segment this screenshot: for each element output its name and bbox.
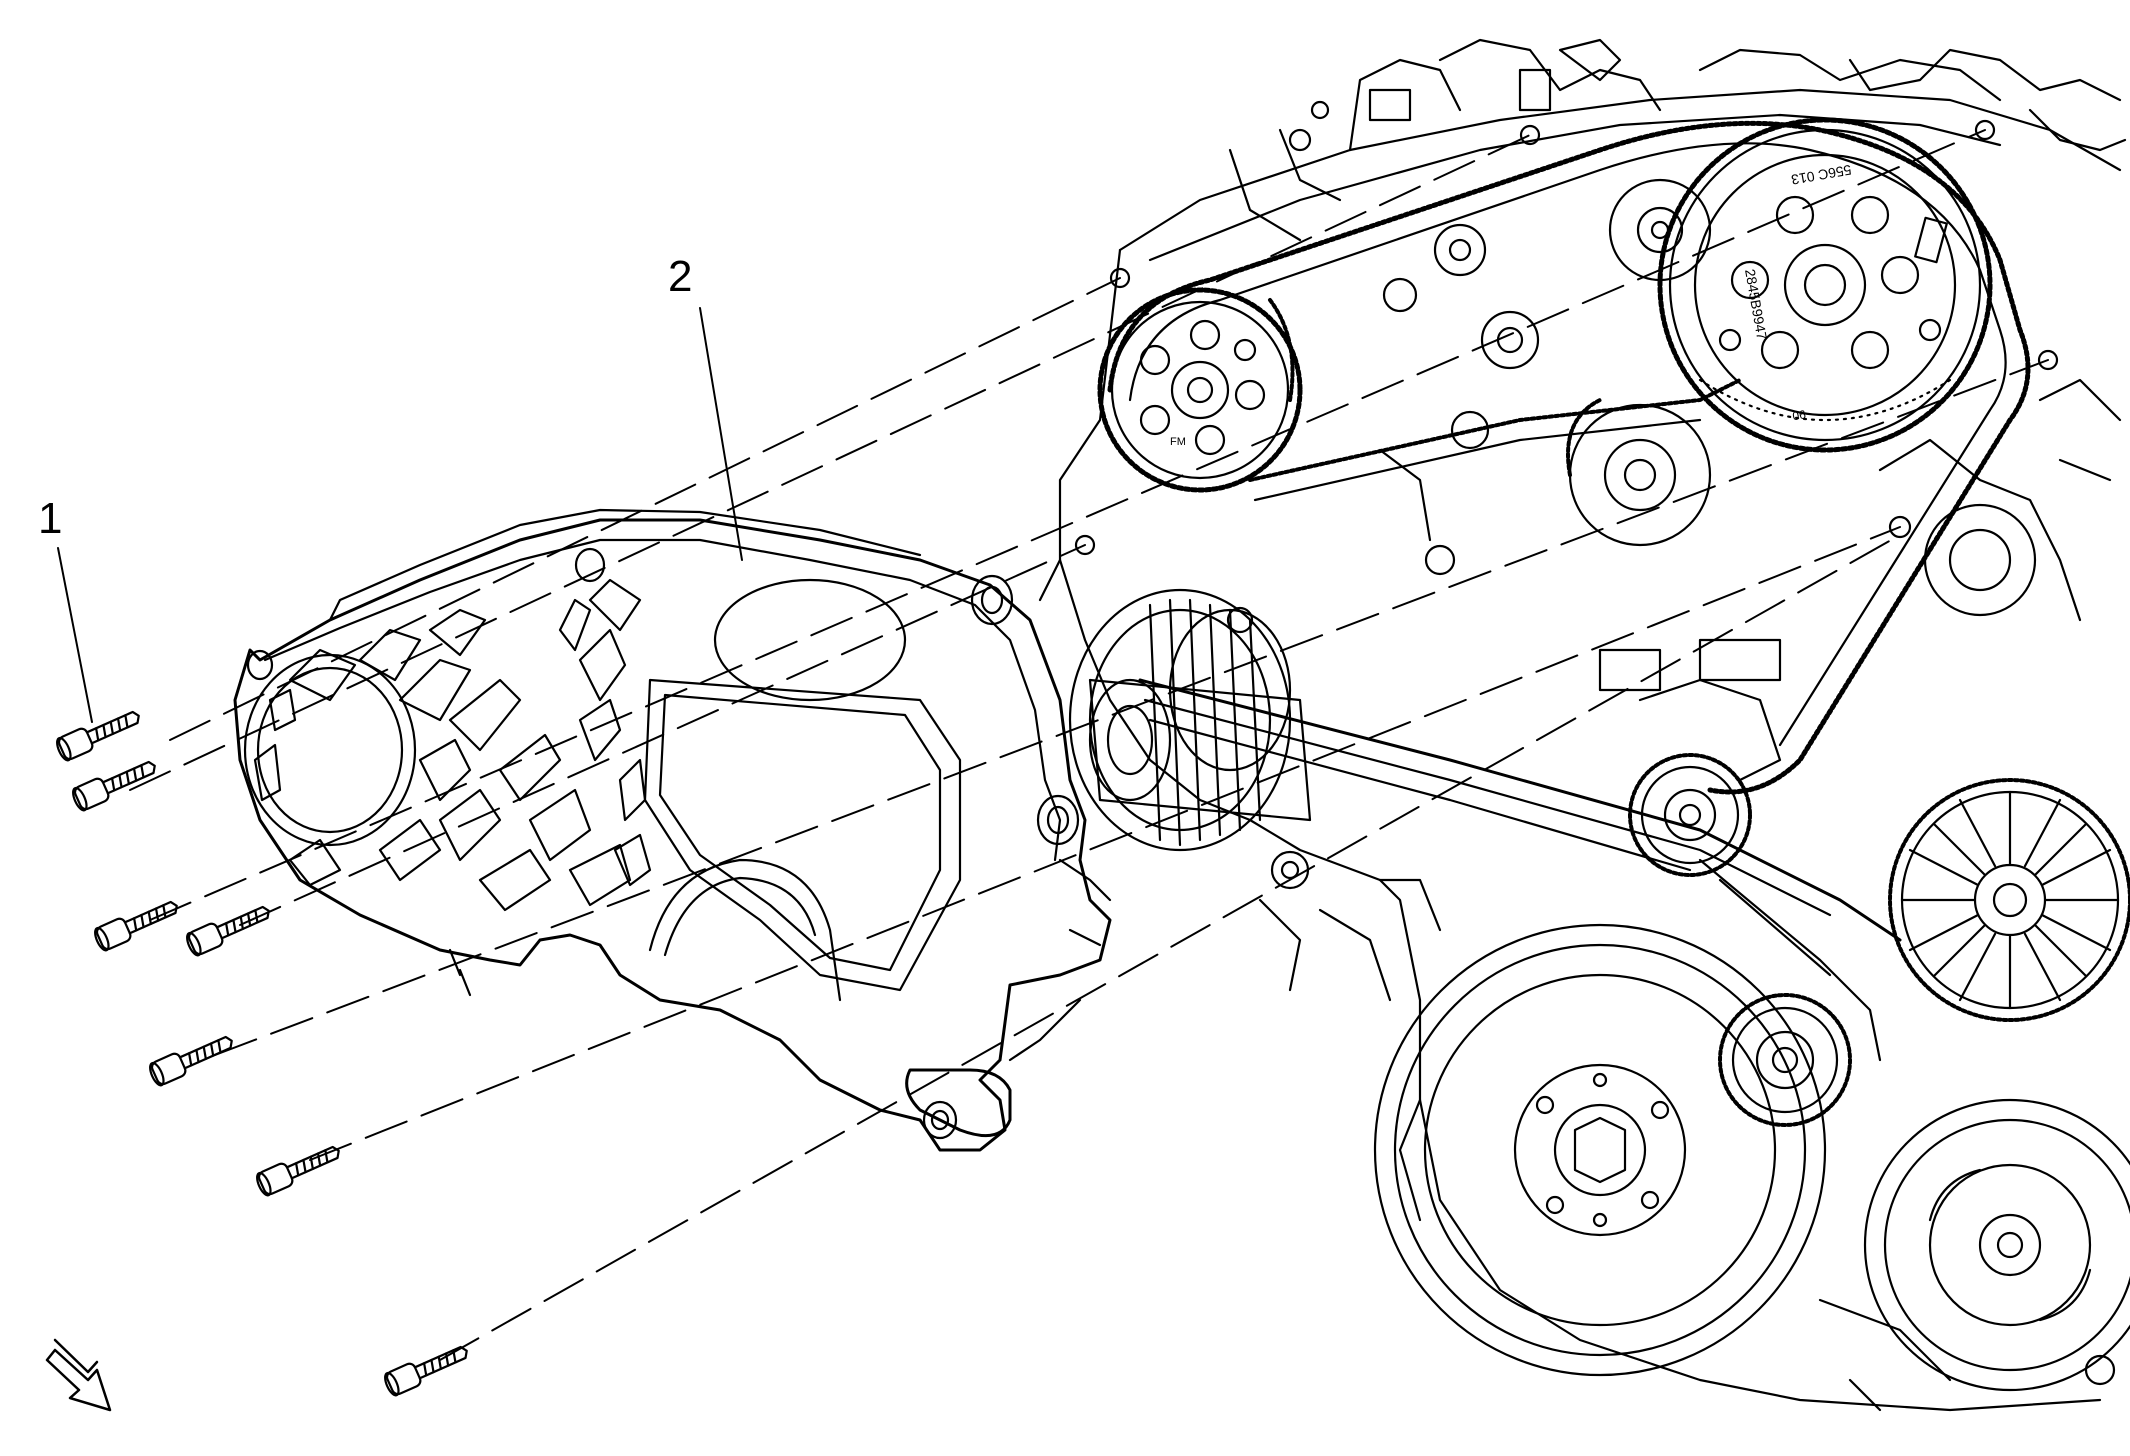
fan-pulley [1888, 778, 2130, 1022]
callout-2-label: 2 [668, 252, 693, 301]
cam-sprocket [1657, 117, 1993, 453]
view-direction-arrow-icon [45, 1338, 112, 1412]
left-sprocket [1097, 287, 1303, 493]
sprocket-fm: FM [1170, 436, 1186, 448]
bolts [56, 710, 468, 1397]
cam-sprocket-text: 2845B9947 [1742, 268, 1770, 342]
callout-1-label: 1 [38, 494, 63, 543]
ac-compressor-pulley [1863, 1098, 2130, 1392]
engine-assembly [1038, 38, 2130, 1412]
cam-sprocket-code: 556C 013 [1790, 162, 1853, 188]
alternator [1068, 588, 1312, 852]
callout-2-leader [699, 307, 743, 561]
timing-belt-front-cover [233, 508, 1112, 1152]
callout-1-leader [57, 547, 93, 723]
crankshaft-pulley [1373, 923, 1827, 1377]
cam-sprocket-small: 90 [1791, 407, 1807, 423]
